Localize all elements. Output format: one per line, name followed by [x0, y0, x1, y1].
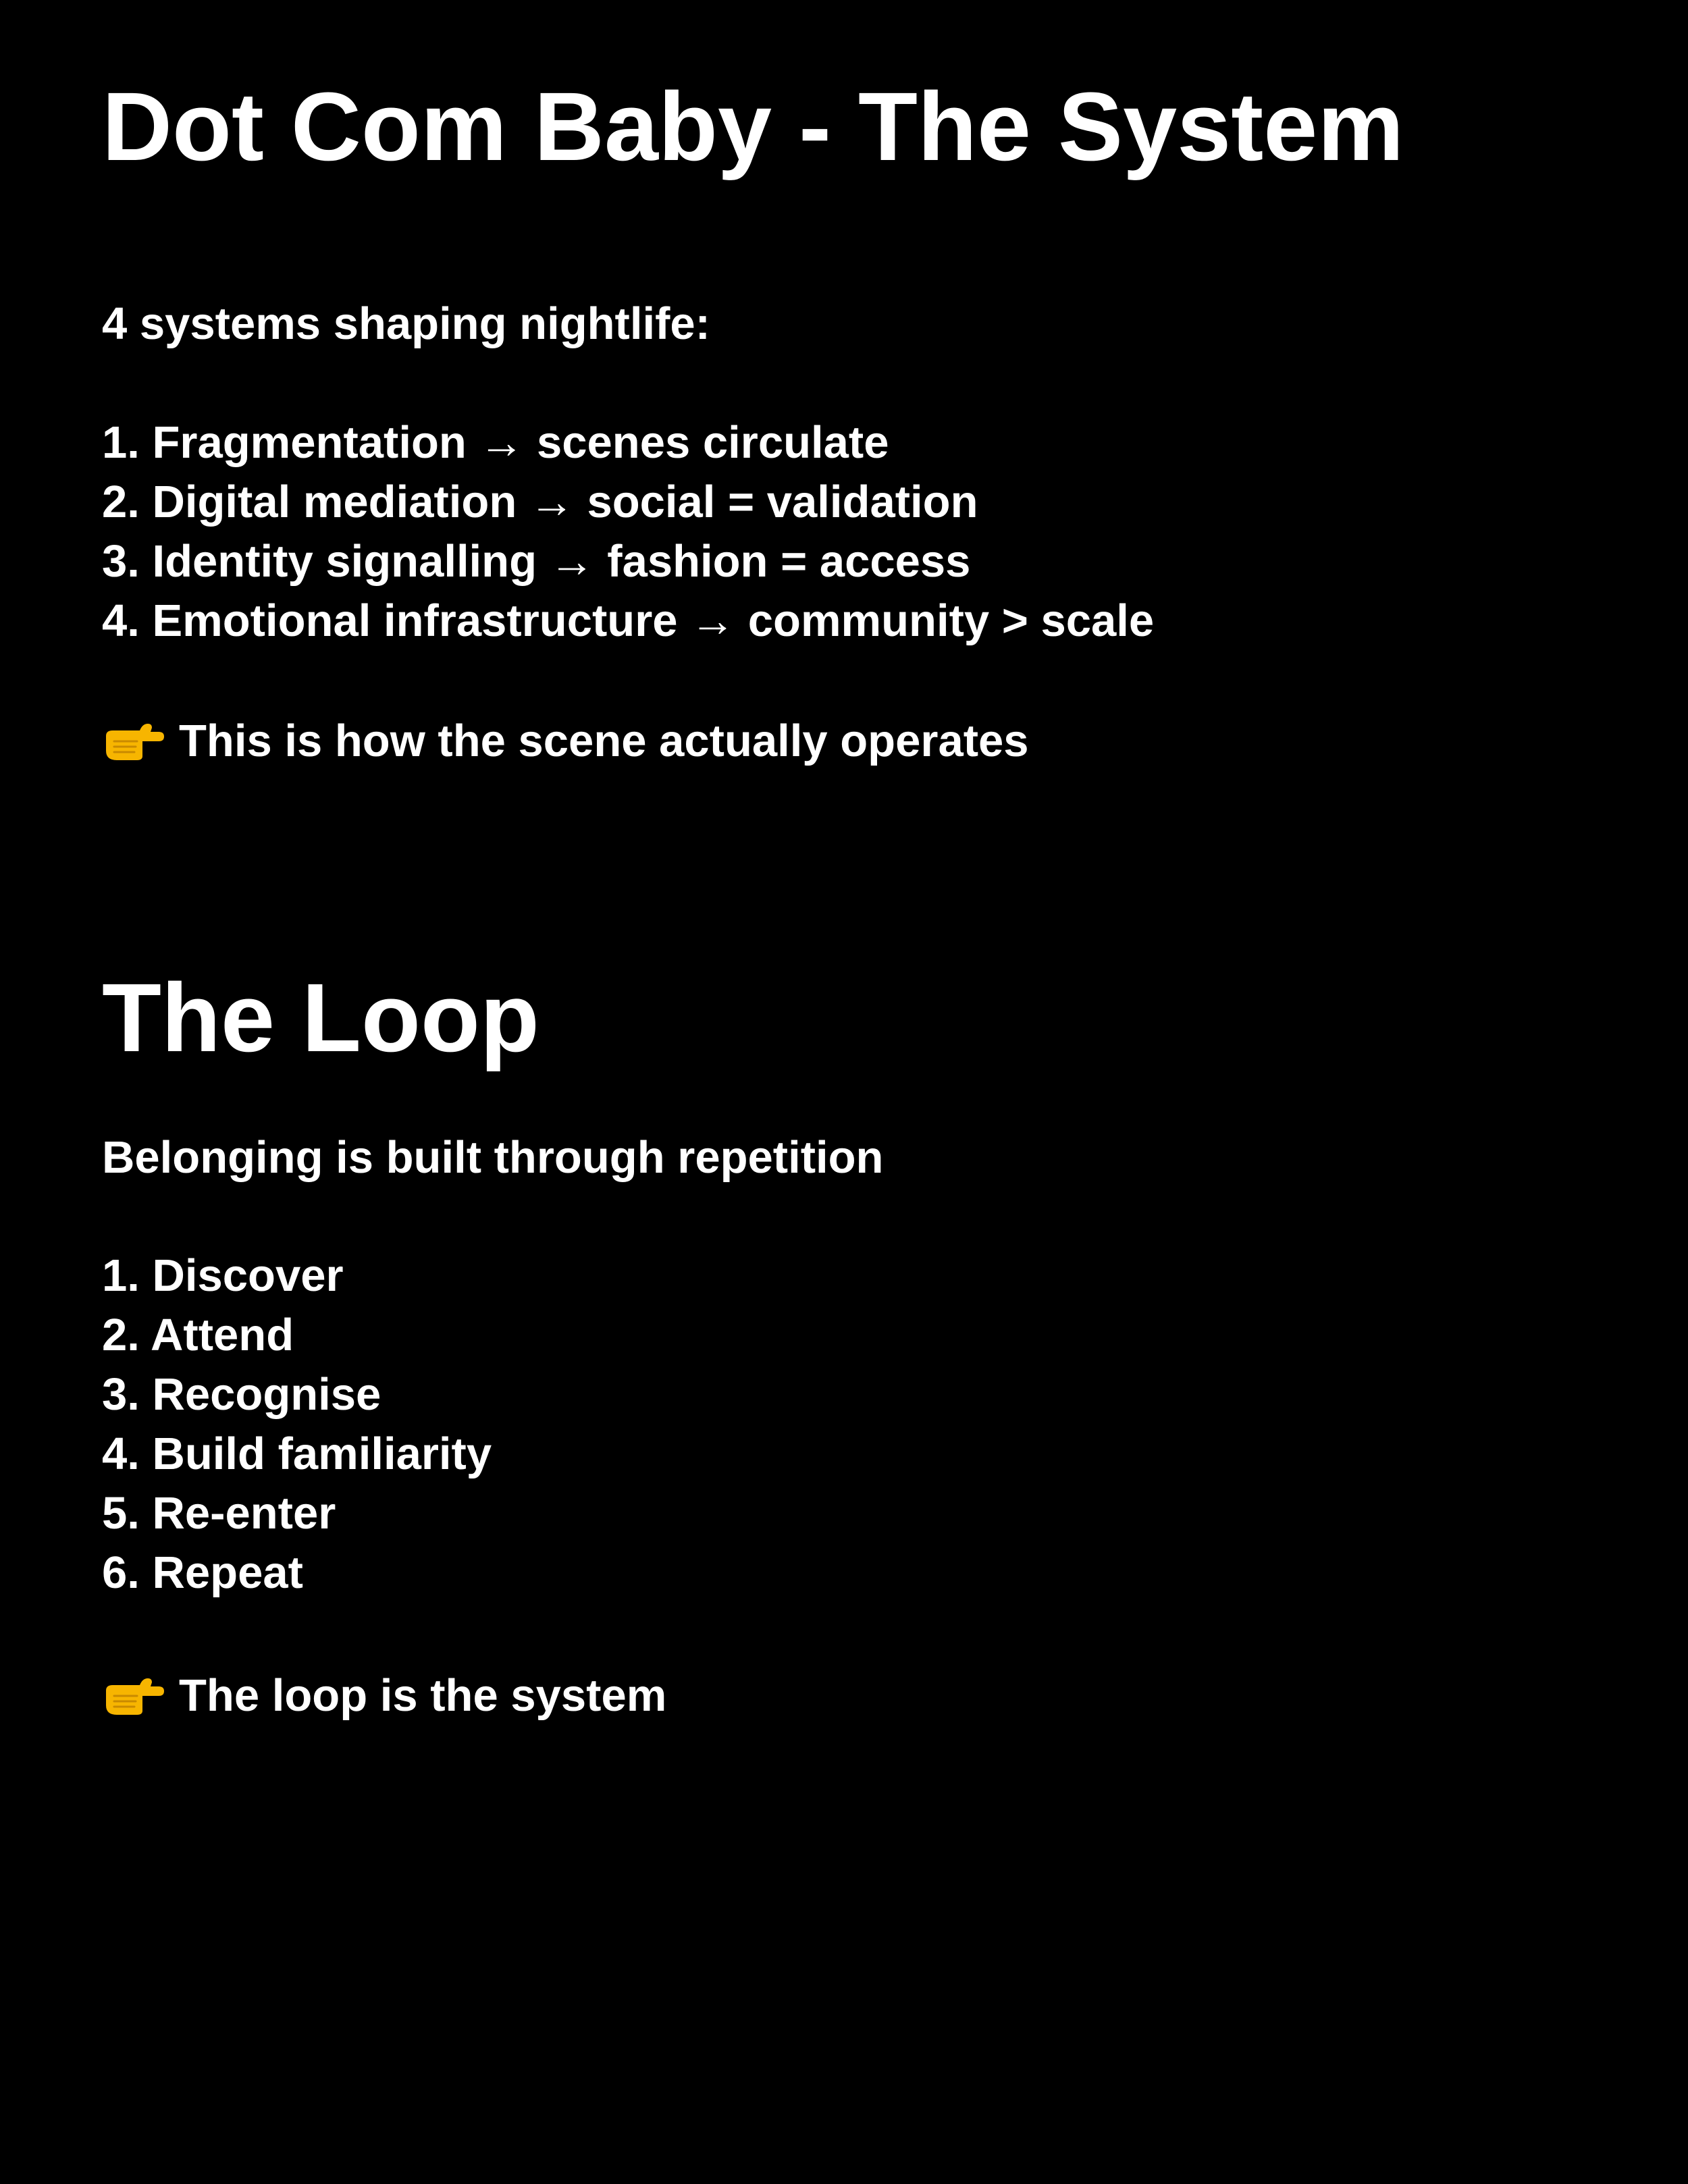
list-item: 2. Digital mediation → social = validati… — [102, 477, 978, 527]
list-item: 4. Emotional infrastructure → community … — [102, 595, 1155, 646]
list-item: 5. Re-enter — [102, 1488, 336, 1539]
pointing-right-hand-icon — [102, 721, 164, 762]
pointing-right-hand-icon — [102, 1676, 164, 1716]
section-title-loop: The Loop — [102, 963, 539, 1072]
callout-system: This is how the scene actually operates — [102, 718, 1029, 764]
section-title-system: Dot Com Baby - The System — [102, 72, 1404, 181]
callout-loop: The loop is the system — [102, 1673, 666, 1718]
list-item: 1. Discover — [102, 1250, 344, 1301]
systems-list: 1. Fragmentation → scenes circulate 2. D… — [102, 413, 1154, 651]
list-item: 3. Recognise — [102, 1369, 381, 1420]
list-item: 2. Attend — [102, 1310, 294, 1360]
callout-text: The loop is the system — [179, 1670, 667, 1721]
list-item: 1. Fragmentation → scenes circulate — [102, 417, 889, 468]
list-item: 6. Repeat — [102, 1547, 303, 1598]
section-intro-system: 4 systems shaping nightlife: — [102, 298, 710, 349]
list-item: 3. Identity signalling → fashion = acces… — [102, 536, 971, 587]
list-item: 4. Build familiarity — [102, 1429, 492, 1479]
loop-list: 1. Discover 2. Attend 3. Recognise 4. Bu… — [102, 1246, 492, 1603]
section-intro-loop: Belonging is built through repetition — [102, 1132, 884, 1183]
callout-text: This is how the scene actually operates — [179, 716, 1029, 766]
